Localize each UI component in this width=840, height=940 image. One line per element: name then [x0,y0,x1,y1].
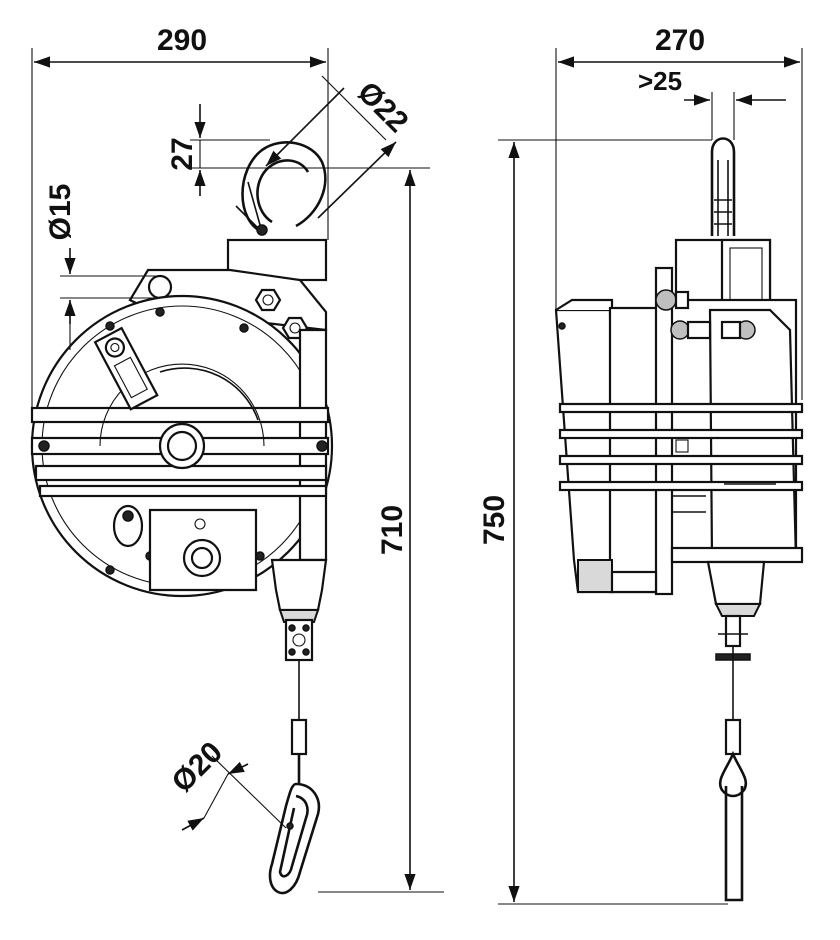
side-view: 270 >25 750 [478,24,804,905]
hook-diameter-label: Ø22 [351,76,414,139]
dim-top-hole-diameter: Ø15 [44,184,160,350]
nut-upper [254,288,282,312]
front-height-label: 710 [376,505,409,555]
carabiner [268,782,321,895]
side-height-label: 750 [478,495,511,545]
dim-side-width: 270 [555,24,803,400]
front-view: 290 Ø22 27 Ø15 [30,24,444,895]
side-cable-outlet [706,560,766,902]
suspension-hook [235,141,327,236]
min-gap-label: >25 [638,66,682,96]
dim-min-gap: >25 [638,66,786,140]
side-suspension-loop [710,137,736,236]
suspension-height-label: 27 [166,137,199,170]
dim-carabiner-diameter: Ø20 [166,736,287,831]
front-width-label: 290 [157,24,207,57]
dim-hook-diameter: Ø22 [265,76,414,219]
dim-side-height: 750 [478,139,728,905]
side-width-label: 270 [655,24,705,57]
cable-outlet [270,558,328,784]
dim-suspension-height: 27 [166,104,430,196]
drum-housing [30,294,334,598]
side-body [554,266,804,596]
dim-front-height: 710 [318,170,444,893]
top-hole-diameter-label: Ø15 [44,184,77,241]
